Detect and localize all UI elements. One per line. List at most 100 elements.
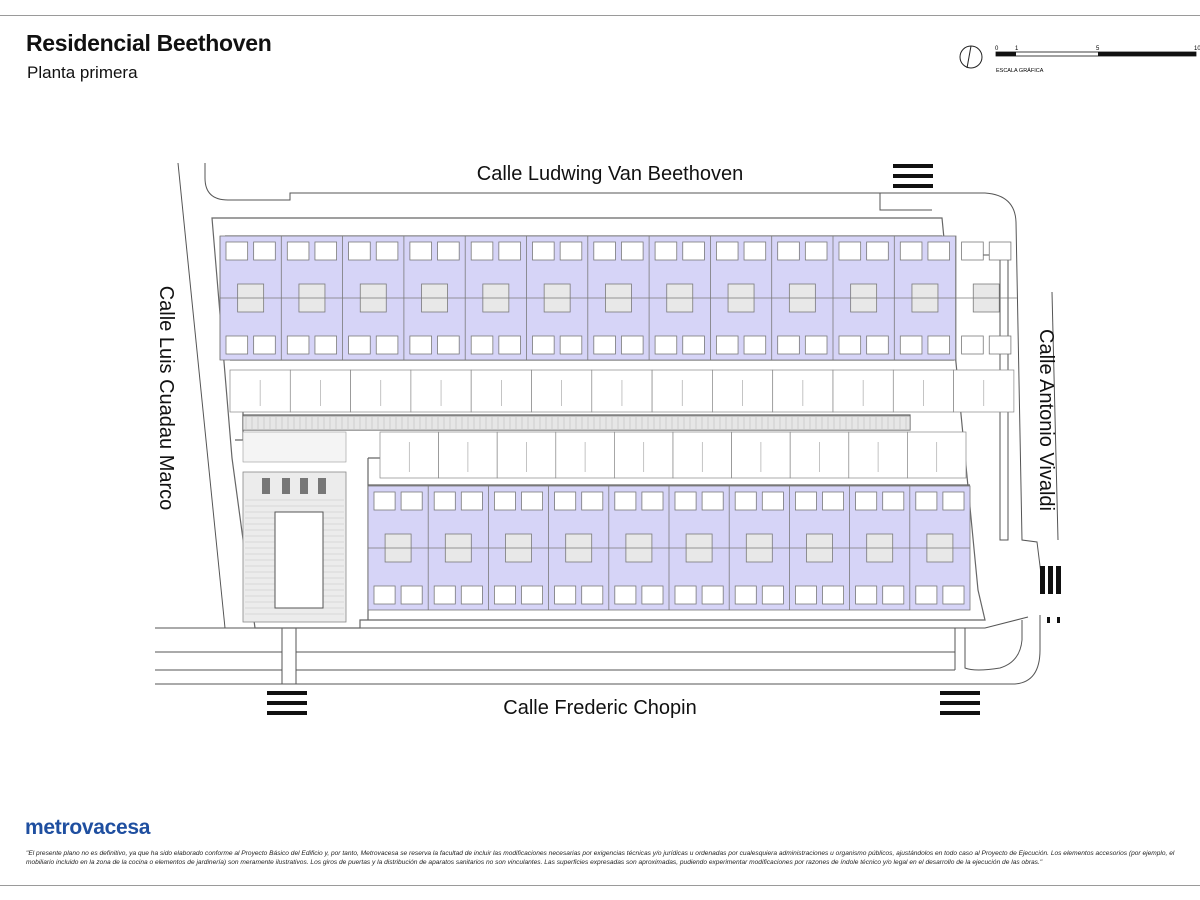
bedroom-furniture [855, 491, 878, 511]
bedroom-furniture [882, 585, 905, 605]
scale-bar: 0 1 5 10 ESCALA GRÁFICA [959, 45, 1200, 74]
scale-bar-segment [1098, 52, 1196, 56]
bedroom-furniture [899, 335, 923, 355]
north-arrow-icon [959, 45, 983, 69]
bedroom-furniture [777, 335, 800, 355]
bedroom-furniture [621, 335, 644, 355]
bedroom-furniture [855, 585, 878, 605]
bedroom-furniture [795, 585, 817, 605]
bedroom-furniture [348, 335, 371, 355]
bedroom-furniture [866, 241, 889, 261]
scale-bar-segment [996, 52, 1016, 56]
bedroom-furniture [761, 585, 784, 605]
bedroom-furniture [470, 335, 494, 355]
sun-lounger [262, 478, 270, 494]
bedroom-furniture [559, 241, 583, 261]
bedroom-furniture [988, 241, 1012, 261]
bedroom-furniture [593, 241, 616, 261]
bedroom-furniture [375, 335, 399, 355]
bedroom-furniture [654, 335, 678, 355]
pool-access [242, 431, 347, 463]
bedroom-furniture [433, 585, 456, 605]
bedroom-furniture [614, 491, 637, 511]
bedroom-furniture [927, 241, 951, 261]
bedroom-furniture [942, 491, 965, 511]
bedroom-furniture [314, 241, 338, 261]
south-unit-walls [367, 486, 970, 610]
bedroom-furniture [581, 585, 604, 605]
scale-tick-label: 0 [995, 46, 999, 52]
sun-lounger [318, 478, 326, 494]
bedroom-furniture [493, 585, 516, 605]
bedroom-furniture [348, 241, 371, 261]
bedroom-furniture [822, 491, 845, 511]
bedroom-furniture [838, 335, 862, 355]
bedroom-furniture [804, 335, 828, 355]
bedroom-furniture [593, 335, 616, 355]
bedroom-furniture [521, 585, 544, 605]
north-unit-walls [219, 236, 1017, 360]
bedroom-furniture [470, 241, 494, 261]
street-label-north: Calle Ludwing Van Beethoven [477, 163, 743, 185]
bedroom-furniture [225, 241, 249, 261]
crosswalk-marks [267, 164, 1061, 715]
bedroom-furniture [822, 585, 845, 605]
street-label-south: Calle Frederic Chopin [503, 697, 696, 719]
bedroom-furniture [437, 335, 460, 355]
bedroom-furniture [716, 335, 739, 355]
bedroom-furniture [988, 335, 1012, 355]
bedroom-furniture [674, 491, 697, 511]
street-label-east: Calle Antonio Vivaldi [1035, 329, 1057, 511]
scale-caption: ESCALA GRÁFICA [996, 67, 1044, 74]
bedroom-furniture [621, 241, 644, 261]
bedroom-furniture [433, 491, 456, 511]
brand-logo: metrovacesa [25, 816, 151, 839]
bedroom-furniture [734, 585, 757, 605]
bedroom-furniture [554, 585, 577, 605]
bedroom-furniture [866, 335, 889, 355]
bedroom-furniture [743, 335, 767, 355]
bedroom-furniture [400, 491, 423, 511]
bedroom-furniture [795, 491, 817, 511]
bedroom-furniture [882, 491, 905, 511]
bedroom-furniture [532, 335, 555, 355]
walkway-pattern [245, 417, 907, 429]
disclaimer-text: "El presente plano no es definitivo, ya … [26, 850, 1175, 867]
bedroom-furniture [286, 241, 310, 261]
bedroom-furniture [641, 491, 664, 511]
bedroom-furniture [253, 335, 276, 355]
bedroom-furniture [375, 241, 399, 261]
page-title: Residencial Beethoven [26, 30, 272, 56]
scale-tick-label: 1 [1015, 46, 1019, 52]
bedroom-furniture [899, 241, 923, 261]
bedroom-furniture [498, 335, 521, 355]
bedroom-furniture [314, 335, 338, 355]
scale-tick-label: 5 [1096, 46, 1100, 52]
bedroom-furniture [838, 241, 862, 261]
street-label-west: Calle Luis Cuadau Marco [155, 286, 177, 511]
pool-area [242, 431, 347, 623]
bedroom-furniture [409, 335, 432, 355]
bedroom-furniture [961, 241, 984, 261]
bedroom-furniture [654, 241, 678, 261]
bedroom-furniture [674, 585, 697, 605]
bedroom-furniture [614, 585, 637, 605]
bedroom-furniture [641, 585, 664, 605]
bedroom-furniture [559, 335, 583, 355]
bedroom-furniture [373, 491, 396, 511]
top-rule [0, 15, 1200, 16]
bedroom-furniture [409, 241, 432, 261]
bottom-rule [0, 885, 1200, 886]
page-subtitle: Planta primera [27, 63, 138, 82]
bedroom-furniture [437, 241, 460, 261]
bedroom-furniture [743, 241, 767, 261]
bedroom-furniture [915, 491, 938, 511]
bedroom-furniture [927, 335, 951, 355]
bedroom-furniture [460, 585, 483, 605]
swimming-pool [274, 511, 324, 609]
sun-lounger [282, 478, 290, 494]
bedroom-furniture [400, 585, 423, 605]
yard-row-north [229, 369, 1015, 413]
bedroom-furniture [777, 241, 800, 261]
